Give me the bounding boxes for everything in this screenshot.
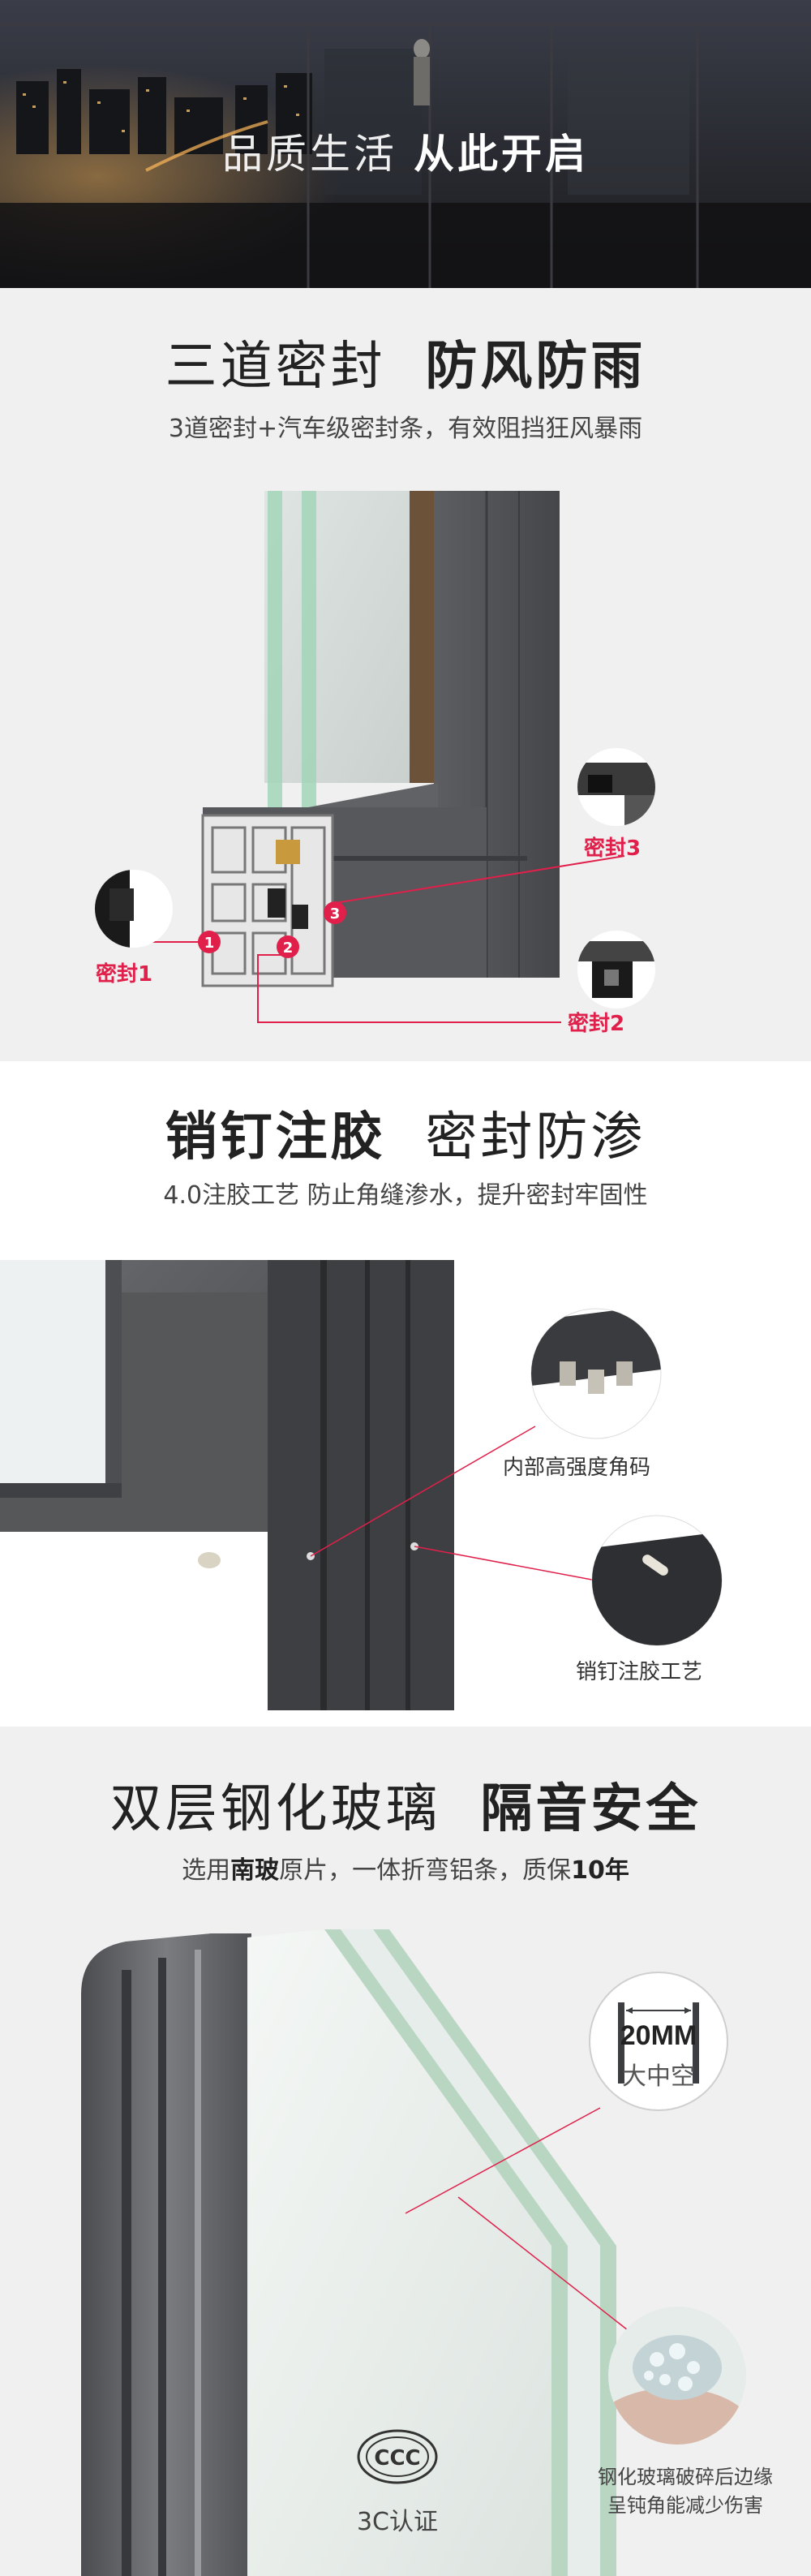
glass-subtitle-pre: 选用: [182, 1856, 231, 1885]
glass-subtitle: 选用南玻原片，一体折弯铝条，质保10年: [0, 1850, 811, 1886]
ccc-mark: CCC: [374, 2446, 420, 2471]
seal-title-bold: 防风防雨: [425, 337, 646, 397]
shatter-note: 钢化玻璃破碎后边缘 呈钝角能减少伤害: [584, 2461, 787, 2518]
shatter-note-line1: 钢化玻璃破碎后边缘: [598, 2466, 773, 2488]
seal-title-light: 三道密封: [165, 337, 386, 397]
corner-joint-illustration: [0, 1260, 723, 1710]
pin-title-bold: 销钉注胶: [165, 1107, 386, 1168]
corner-bracket-label: 内部高强度角码: [503, 1456, 651, 1480]
marker-3: 3: [330, 905, 341, 922]
shatter-note-line2: 呈钝角能减少伤害: [607, 2494, 763, 2517]
seal-section-title: 三道密封 防风防雨: [0, 325, 811, 399]
gap-label: 大中空: [622, 2062, 695, 2091]
window-profile-illustration: 1 2 3: [95, 491, 655, 1023]
cert-label: 3C认证: [356, 2508, 439, 2536]
glass-section-title: 双层钢化玻璃 隔音安全: [0, 1767, 811, 1842]
pin-section-title: 销钉注胶 密封防渗: [0, 1095, 811, 1170]
glass-section: 双层钢化玻璃 隔音安全 选用南玻原片，一体折弯铝条，质保10年: [0, 1727, 811, 2576]
pin-title-light: 密封防渗: [425, 1107, 646, 1168]
marker-2: 2: [283, 940, 294, 957]
hero-banner: 品质生活从此开启: [0, 0, 811, 288]
marker-1: 1: [204, 935, 215, 952]
pin-glue-section: 销钉注胶 密封防渗 4.0注胶工艺 防止角缝渗水，提升密封牢固性: [0, 1061, 811, 1727]
hero-title-light: 品质生活: [222, 131, 397, 178]
pin-subtitle: 4.0注胶工艺 防止角缝渗水，提升密封牢固性: [163, 1181, 648, 1210]
glass-subtitle-mid: 原片，一体折弯铝条，质保: [279, 1856, 572, 1885]
hero-title: 品质生活从此开启: [0, 122, 811, 180]
glass-warranty: 10年: [571, 1856, 629, 1885]
seal3-label: 密封3: [584, 836, 642, 861]
hero-title-bold: 从此开启: [414, 131, 589, 178]
seal1-label: 密封1: [96, 962, 153, 987]
seal2-label: 密封2: [568, 1012, 625, 1036]
city-night-photo: [0, 0, 811, 288]
glass-title-light: 双层钢化玻璃: [109, 1779, 441, 1839]
seal-subtitle: 3道密封+汽车级密封条，有效阻挡狂风暴雨: [168, 415, 643, 443]
gap-size: 20MM: [620, 2020, 697, 2051]
seal-section: 三道密封 防风防雨 3道密封+汽车级密封条，有效阻挡狂风暴雨: [0, 288, 811, 1061]
double-glazing-illustration: CCC: [81, 1929, 746, 2576]
glass-brand: 南玻: [230, 1856, 280, 1885]
glass-title-bold: 隔音安全: [480, 1779, 702, 1839]
pin-glue-label: 销钉注胶工艺: [576, 1660, 703, 1684]
